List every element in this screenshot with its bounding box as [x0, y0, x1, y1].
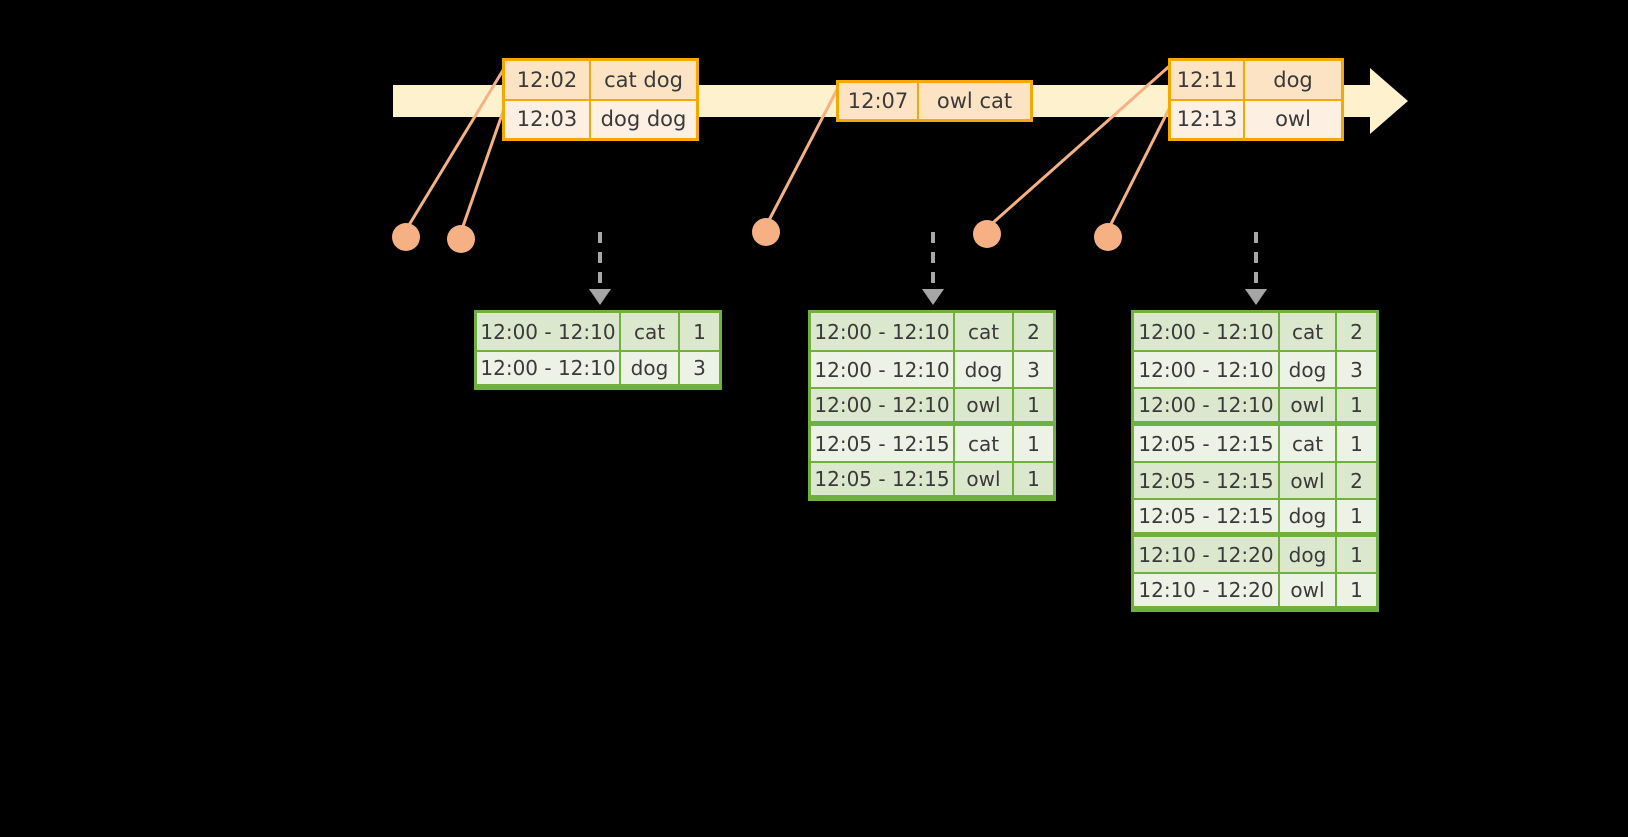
window-cell: 12:00 - 12:10 [1134, 313, 1280, 350]
key-cell: owl [1280, 463, 1337, 498]
event-words: owl [1245, 100, 1341, 138]
window-cell: 12:00 - 12:10 [477, 313, 621, 350]
key-cell: cat [621, 313, 680, 350]
event-dot-4 [973, 220, 1001, 248]
event-dot-3 [752, 218, 780, 246]
flow-arrow-1-head-icon [589, 289, 611, 305]
connector-line-5 [1106, 102, 1174, 231]
window-cell: 12:05 - 12:15 [1134, 500, 1280, 532]
key-cell: dog [1280, 352, 1337, 387]
event-time: 12:11 [1171, 61, 1245, 99]
key-cell: owl [1280, 574, 1337, 606]
key-cell: dog [955, 352, 1014, 387]
count-cell: 1 [1014, 426, 1053, 461]
count-cell: 1 [1014, 463, 1053, 495]
count-cell: 2 [1337, 463, 1376, 498]
flow-arrow-3-head-icon [1245, 289, 1267, 305]
window-cell: 12:00 - 12:10 [1134, 389, 1280, 421]
connector-line-2 [459, 102, 508, 233]
timeline-arrow-icon [1370, 68, 1408, 134]
window-cell: 12:05 - 12:15 [811, 463, 955, 495]
key-cell: cat [955, 426, 1014, 461]
event-time: 12:07 [839, 83, 919, 119]
count-cell: 2 [1337, 313, 1376, 350]
count-cell: 3 [1337, 352, 1376, 387]
count-cell: 1 [1337, 500, 1376, 532]
key-cell: dog [621, 352, 680, 384]
event-time: 12:13 [1171, 100, 1245, 138]
event-dot-5 [1094, 223, 1122, 251]
count-cell: 1 [1337, 389, 1376, 421]
window-cell: 12:00 - 12:10 [811, 389, 955, 421]
count-cell: 1 [680, 313, 719, 350]
count-cell: 1 [1014, 389, 1053, 421]
flow-arrows [589, 232, 1267, 305]
event-dot-2 [447, 225, 475, 253]
count-cell: 1 [1337, 426, 1376, 461]
count-cell: 1 [1337, 537, 1376, 572]
key-cell: cat [955, 313, 1014, 350]
key-cell: owl [955, 389, 1014, 421]
key-cell: dog [1280, 500, 1337, 532]
count-cell: 3 [1014, 352, 1053, 387]
event-words: cat dog [591, 61, 696, 99]
window-cell: 12:10 - 12:20 [1134, 574, 1280, 606]
event-time: 12:02 [505, 61, 591, 99]
count-cell: 2 [1014, 313, 1053, 350]
key-cell: cat [1280, 426, 1337, 461]
window-cell: 12:00 - 12:10 [811, 313, 955, 350]
key-cell: cat [1280, 313, 1337, 350]
window-cell: 12:00 - 12:10 [477, 352, 621, 384]
window-cell: 12:10 - 12:20 [1134, 537, 1280, 572]
key-cell: owl [1280, 389, 1337, 421]
key-cell: owl [955, 463, 1014, 495]
flow-arrow-2-head-icon [922, 289, 944, 305]
count-cell: 3 [680, 352, 719, 384]
event-words: dog dog [591, 100, 696, 138]
count-cell: 1 [1337, 574, 1376, 606]
window-cell: 12:05 - 12:15 [1134, 463, 1280, 498]
window-cell: 12:00 - 12:10 [811, 352, 955, 387]
event-dot-1 [392, 223, 420, 251]
window-cell: 12:05 - 12:15 [811, 426, 955, 461]
key-cell: dog [1280, 537, 1337, 572]
window-cell: 12:00 - 12:10 [1134, 352, 1280, 387]
event-time: 12:03 [505, 100, 591, 138]
event-words: dog [1245, 61, 1341, 99]
window-cell: 12:05 - 12:15 [1134, 426, 1280, 461]
event-words: owl cat [919, 83, 1030, 119]
